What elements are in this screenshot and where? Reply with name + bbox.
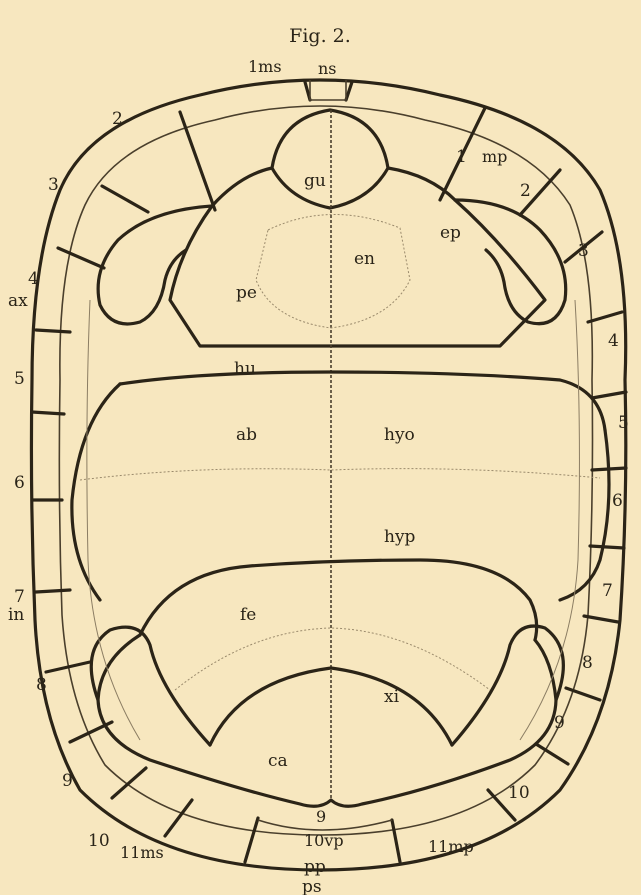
left-num-9: 9 [62, 771, 73, 791]
label-ep: ep [440, 223, 461, 243]
left-num-8: 8 [36, 675, 47, 695]
gular-scute [272, 110, 388, 208]
label-ps: ps [302, 877, 322, 895]
hyo-hypo-suture [80, 469, 600, 480]
label-11ms: 11ms [120, 843, 164, 862]
right-num-3: 3 [578, 241, 589, 261]
left-num-2: 2 [112, 109, 123, 129]
label-ca: ca [268, 751, 288, 771]
figure-title: Fig. 2. [289, 25, 351, 47]
inguinal-loop-right [452, 626, 563, 745]
label-pp: pp [304, 857, 326, 877]
label-pe: pe [236, 283, 257, 303]
right-num-7: 7 [602, 581, 613, 601]
label-1ms: 1ms [248, 57, 282, 76]
left-num-6: 6 [14, 473, 25, 493]
inguinal-loop [91, 627, 210, 745]
label-10vp: 10vp [304, 831, 344, 850]
label-hyo: hyo [384, 425, 415, 445]
ring-suture-right [520, 300, 579, 740]
label-ns: ns [318, 59, 337, 78]
label-11mp: 11mp [428, 837, 474, 856]
right-num-5: 5 [618, 413, 629, 433]
ring-suture [87, 300, 140, 740]
label-ax: ax [8, 291, 28, 311]
left-num-10: 10 [88, 831, 110, 851]
left-num-4: 4 [28, 269, 39, 289]
nuchal-shield [310, 80, 346, 100]
label-hu: hu [234, 359, 256, 379]
left-num-5: 5 [14, 369, 25, 389]
left-num-3: 3 [48, 175, 59, 195]
entoplastron-outline [256, 214, 410, 328]
left-axillary-arm [98, 206, 212, 324]
label-fe: fe [240, 605, 256, 625]
marginal-dividers-left [32, 112, 258, 862]
right-num-6: 6 [612, 491, 623, 511]
xiphi-suture [175, 628, 490, 690]
label-mp: mp [482, 147, 507, 166]
label-gu: gu [304, 171, 326, 191]
right-num-9: 9 [554, 713, 565, 733]
right-axillary-arm [455, 200, 566, 324]
right-num-8: 8 [582, 653, 593, 673]
left-num-7: 7 [14, 587, 25, 607]
label-ab: ab [236, 425, 257, 445]
femoral-seam [140, 560, 537, 640]
label-9-mid: 9 [316, 807, 326, 826]
right-num-2: 2 [520, 181, 531, 201]
right-num-10: 10 [508, 783, 530, 803]
label-en: en [354, 249, 375, 269]
posterior-lobe [98, 635, 556, 806]
marginal-ring-inner [59, 106, 592, 835]
right-bridge-lobe [560, 430, 609, 600]
label-hyp: hyp [384, 527, 416, 547]
label-in: in [8, 605, 24, 625]
right-num-4: 4 [608, 331, 619, 351]
right-num-1: 1 [456, 147, 467, 167]
label-xi: xi [384, 687, 400, 707]
left-bridge-lobe [72, 384, 120, 600]
humero-abdominal-seam [120, 372, 605, 430]
